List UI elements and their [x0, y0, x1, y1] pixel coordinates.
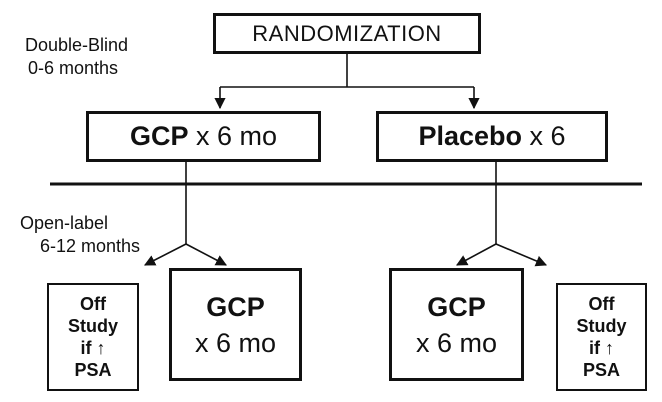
off-study-right-line4: PSA: [582, 360, 620, 380]
off-study-box-left: Off Study if ↑ PSA: [47, 283, 139, 391]
off-study-right-line2: Study: [576, 316, 627, 336]
double-blind-label: Double-Blind 0-6 months: [25, 34, 128, 80]
arrow-to-off-study-left: [144, 243, 187, 266]
off-study-right-line3: if ↑: [588, 338, 614, 358]
gcp-continue-right-duration: x 6 mo: [415, 327, 498, 358]
off-study-box-right: Off Study if ↑ PSA: [556, 283, 647, 391]
arrow-to-gcp-continue-right: [456, 243, 497, 266]
placebo-arm-drug: Placebo: [418, 121, 522, 151]
gcp-continue-right-drug: GCP: [427, 291, 486, 322]
arrow-to-gcp-continue-left: [185, 243, 227, 266]
off-study-left-line1: Off: [80, 294, 106, 314]
gcp-continue-box-right: GCP x 6 mo: [389, 268, 524, 381]
up-arrow-icon: ↑: [96, 338, 106, 358]
gcp-arm-duration: x 6 mo: [188, 121, 278, 151]
double-blind-line2: 0-6 months: [28, 58, 119, 78]
placebo-arm-duration: x 6: [522, 121, 566, 151]
off-study-left-line4: PSA: [74, 360, 112, 380]
off-study-left-line3: if ↑: [80, 338, 106, 358]
gcp-continue-left-duration: x 6 mo: [194, 327, 277, 358]
off-study-right-line1: Off: [588, 294, 615, 314]
up-arrow-icon: ↑: [605, 338, 614, 358]
open-label-label: Open-label 6-12 months: [20, 212, 140, 258]
gcp-arm-box: GCP x 6 mo: [86, 111, 321, 162]
open-label-line1: Open-label: [20, 213, 109, 233]
randomization-box: RANDOMIZATION: [213, 13, 481, 54]
placebo-arm-box: Placebo x 6: [376, 111, 608, 162]
off-study-left-line2: Study: [67, 316, 118, 336]
double-blind-line1: Double-Blind: [25, 35, 129, 55]
gcp-arm-label: GCP x 6 mo: [130, 121, 277, 152]
randomization-label: RANDOMIZATION: [252, 20, 442, 46]
gcp-continue-box-left: GCP x 6 mo: [169, 268, 302, 381]
arrow-to-off-study-right: [495, 243, 548, 267]
placebo-arm-label: Placebo x 6: [418, 121, 565, 152]
gcp-continue-left-drug: GCP: [206, 291, 265, 322]
open-label-line2: 6-12 months: [40, 236, 141, 256]
gcp-arm-drug: GCP: [129, 121, 189, 151]
